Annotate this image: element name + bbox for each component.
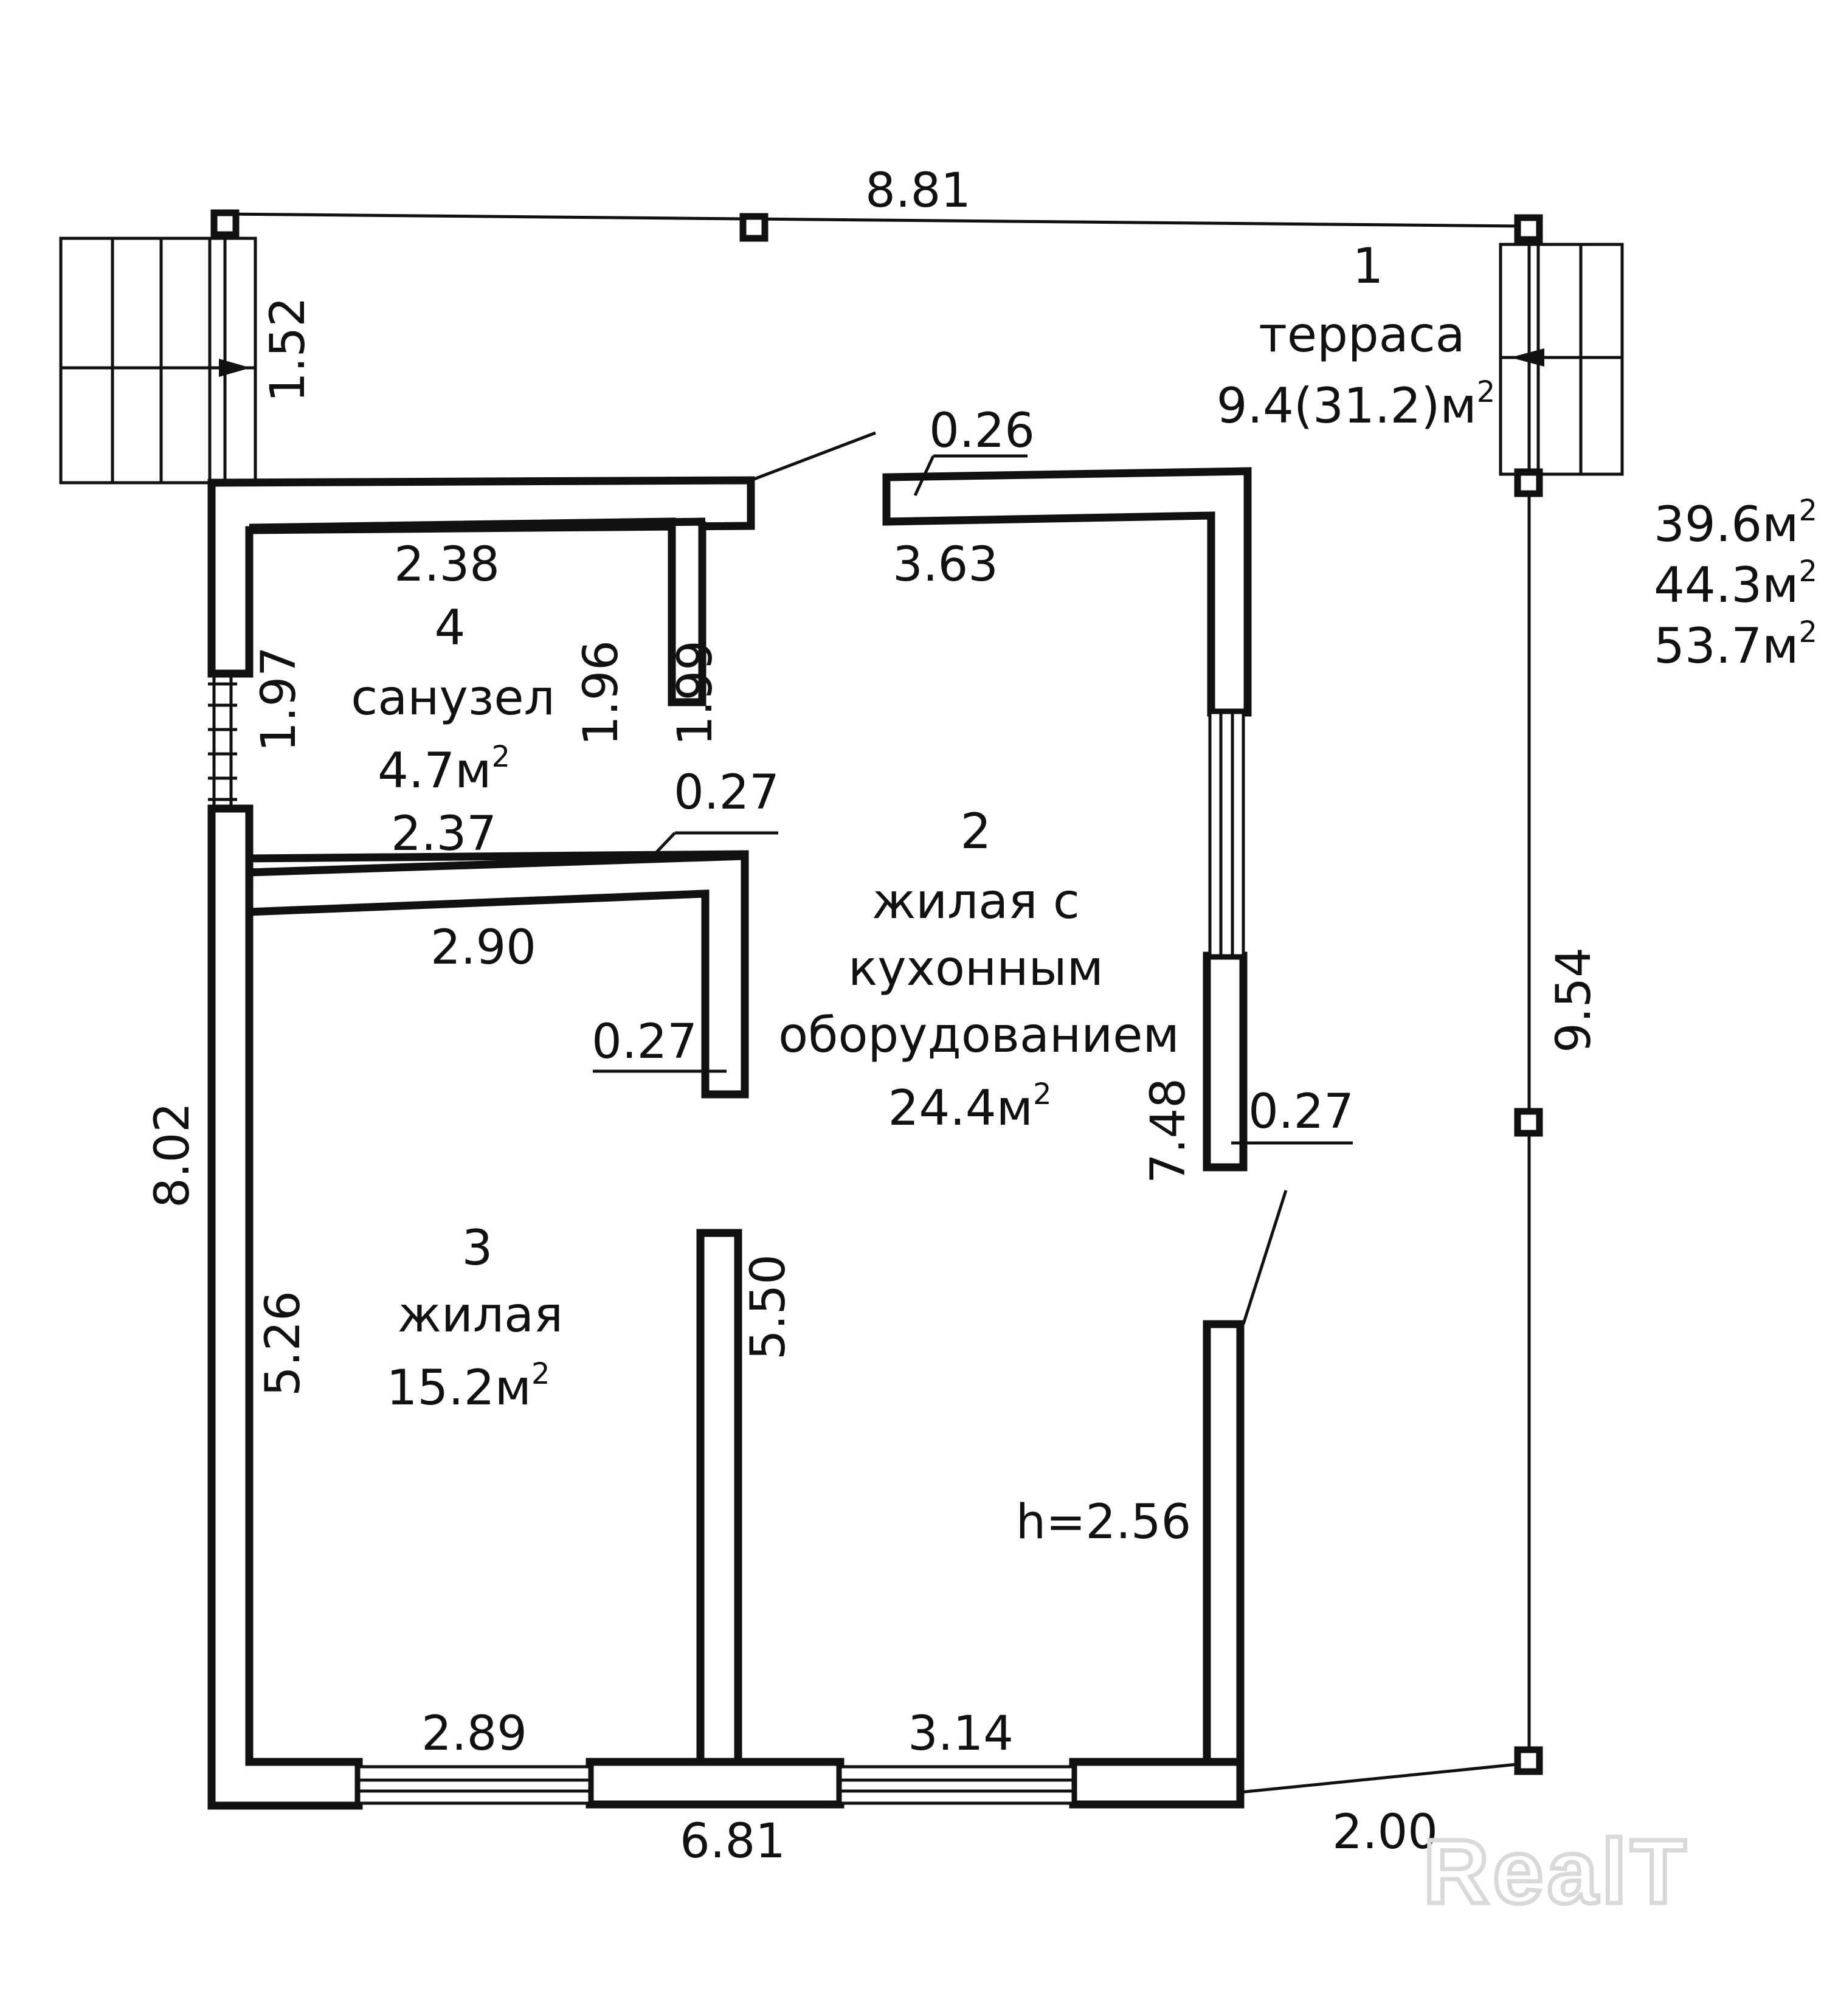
total-1-sup: 2 (1798, 494, 1817, 528)
window-living-right (1208, 711, 1245, 958)
room-4-area-sup: 2 (492, 740, 511, 774)
dim-terrace-width: 2.00 (1332, 1805, 1438, 1860)
total-1-line: 39.6м2 (1654, 494, 1817, 553)
room-2-name-line-1: жилая с (872, 873, 1080, 930)
room-3-name: жилая (398, 1286, 563, 1343)
room-3-number: 3 (462, 1220, 493, 1276)
dim-terrace-length: 8.81 (865, 164, 971, 218)
dim-bath-bottom: 2.37 (391, 807, 497, 861)
room-4-label: 4 санузел 4.7м2 (351, 599, 555, 799)
dim-room3-height: 5.26 (256, 1291, 311, 1396)
dim-stairs-left: 1.52 (261, 297, 316, 402)
room-3-area-line: 15.2м2 (386, 1357, 550, 1416)
dim-opening-top: 0.26 (929, 404, 1035, 458)
terrace-posts (210, 209, 1543, 1775)
dim-room3-top: 2.90 (430, 920, 536, 975)
watermark-logo: RealT (1423, 1820, 1690, 1922)
room-2-area: 24.4м (888, 1080, 1032, 1136)
room-1-area: 9.4(31.2)м (1217, 378, 1477, 434)
room-2-name-line-3: оборудованием (778, 1007, 1180, 1063)
stairs-right (1499, 243, 1624, 476)
dim-door-bath: 0.27 (674, 765, 779, 820)
total-3-sup: 2 (1798, 615, 1817, 649)
room-3-area: 15.2м (386, 1359, 531, 1416)
dim-bath-height: 1.97 (252, 646, 306, 752)
dim-house-width: 6.81 (680, 1814, 786, 1869)
room-1-label: 1 терраса 9.4(31.2)м2 (1217, 238, 1496, 434)
room-4-number: 4 (435, 599, 466, 656)
total-3-line: 53.7м2 (1654, 615, 1817, 674)
dim-room3-door: 0.27 (592, 1015, 697, 1069)
room-3-area-sup: 2 (531, 1357, 550, 1391)
dimension-labels: 8.81 1.52 0.26 3.63 2.38 1.97 1.96 1.99 … (145, 164, 1601, 1869)
area-totals: 39.6м2 44.3м2 53.7м2 (1654, 494, 1817, 674)
dim-terrace-height: 9.54 (1547, 947, 1601, 1053)
room-1-area-sup: 2 (1477, 375, 1496, 409)
room-2-name-line-2: кухонным (848, 940, 1104, 996)
dim-bath-wall-a: 1.96 (574, 640, 629, 746)
door-left (208, 674, 237, 809)
ceiling-height: h=2.56 (1016, 1495, 1191, 1550)
window-living-bottom (838, 1765, 1075, 1805)
total-2-line: 44.3м2 (1654, 554, 1817, 613)
room-1-name: терраса (1259, 306, 1465, 363)
interior-walls (245, 517, 749, 1766)
room-2-number: 2 (961, 803, 992, 860)
room-1-area-line: 9.4(31.2)м2 (1217, 375, 1496, 434)
dim-room3-bottom: 2.89 (421, 1707, 527, 1761)
room-4-area-line: 4.7м2 (378, 740, 510, 799)
room-3-label: 3 жилая 15.2м2 (386, 1220, 563, 1416)
window-room3-bottom (357, 1765, 592, 1805)
dim-kitchen-top: 3.63 (893, 537, 998, 592)
dim-living-door: 0.27 (1248, 1085, 1354, 1139)
leader-lines (593, 431, 1353, 1325)
dim-house-height: 8.02 (145, 1102, 200, 1208)
dim-bath-top: 2.38 (394, 537, 500, 592)
dim-living-bottom: 3.14 (908, 1707, 1014, 1761)
room-2-label: 2 жилая с кухонным оборудованием 24.4м2 (778, 803, 1180, 1136)
room-2-area-line: 24.4м2 (888, 1077, 1051, 1136)
room-2-area-sup: 2 (1033, 1077, 1052, 1111)
total-2: 44.3м (1654, 557, 1798, 613)
dim-partition: 5.50 (741, 1254, 796, 1360)
total-2-sup: 2 (1798, 554, 1817, 589)
dim-living-height: 7.48 (1141, 1078, 1196, 1184)
room-4-name: санузел (351, 669, 555, 726)
room-4-area: 4.7м (378, 742, 492, 799)
total-3: 53.7м (1654, 618, 1798, 674)
terrace-outline (223, 212, 1531, 1795)
room-1-number: 1 (1353, 238, 1384, 294)
dim-bath-wall-b: 1.99 (668, 640, 723, 746)
total-1: 39.6м (1654, 496, 1798, 553)
stairs-left (59, 236, 257, 485)
